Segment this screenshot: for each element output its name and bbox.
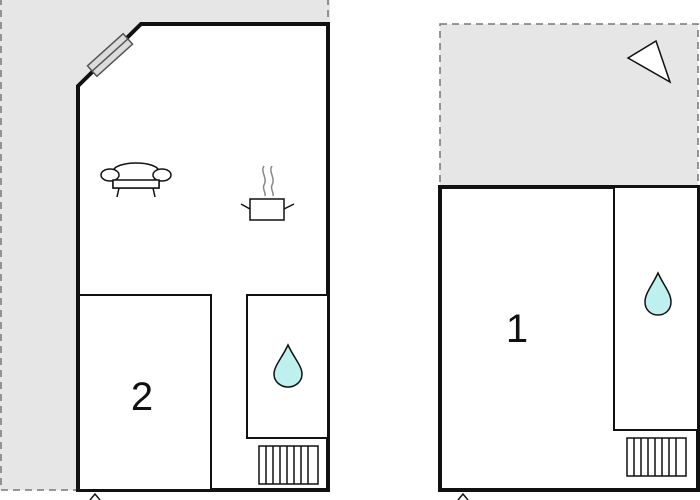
sofa-icon [100,162,172,198]
radiator-icon [626,437,687,477]
terrace-left-border [0,0,78,491]
cooking-pot-icon [240,165,295,221]
water-drop-icon [644,271,672,316]
water-drop-icon [273,343,303,388]
room-number-2: 2 [131,375,153,419]
compass-arrow-icon [626,39,672,84]
window-icon [86,32,134,78]
room-number-1: 1 [506,307,528,351]
entrance-mark-left [89,492,101,500]
entrance-mark-right [457,492,469,500]
radiator-icon [258,445,319,485]
bedroom-2 [78,294,212,491]
